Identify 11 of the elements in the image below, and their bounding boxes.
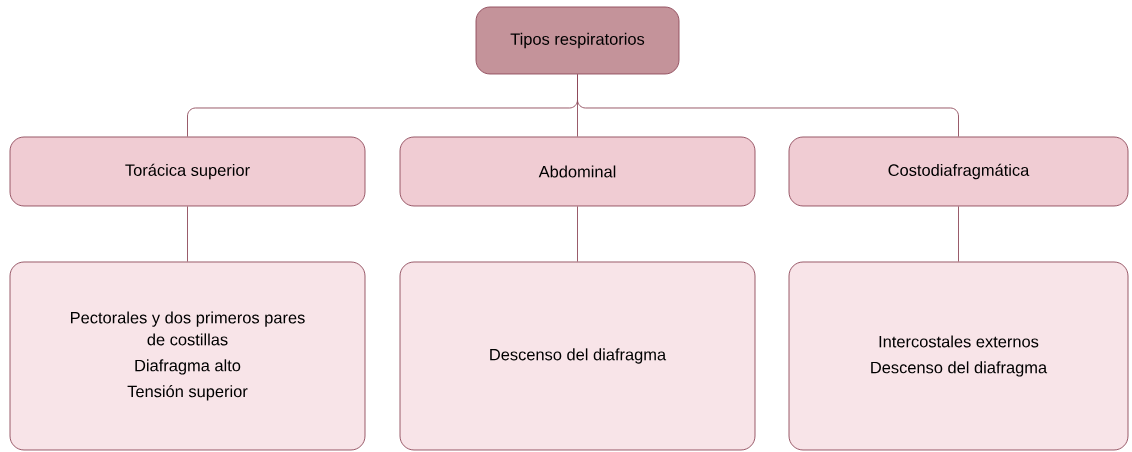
connector-line: [577, 74, 959, 137]
category-box: Abdominal: [399, 136, 756, 207]
category-box: Torácica superior: [9, 136, 366, 207]
heading-box: Tipos respiratorios: [475, 6, 680, 75]
connector-line: [187, 206, 188, 262]
description-box: Descenso del diafragma: [399, 261, 756, 451]
description-box: Pectorales y dos primeros pares de costillas Diafragma alto Tensión superior: [9, 261, 366, 451]
category-box: Costodiafragmática: [788, 136, 1129, 207]
connector-line: [958, 206, 959, 262]
description-box: Intercostales externos Descenso del diafragma: [788, 261, 1129, 451]
connector-line: [577, 206, 578, 262]
